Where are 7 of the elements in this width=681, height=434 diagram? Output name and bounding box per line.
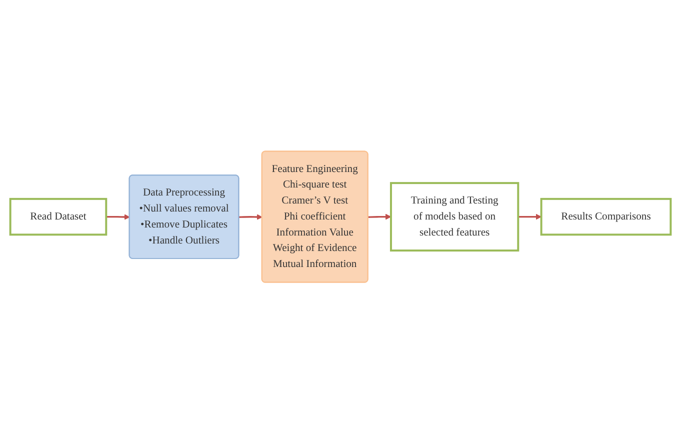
arrow <box>518 214 542 220</box>
arrow <box>368 214 392 220</box>
node-box: Training and Testing of models based on selected features <box>390 182 520 252</box>
node-box: Read Dataset <box>9 198 108 236</box>
arrow <box>106 214 130 220</box>
node-box: Results Comparisons <box>540 198 672 236</box>
arrow <box>239 214 262 220</box>
